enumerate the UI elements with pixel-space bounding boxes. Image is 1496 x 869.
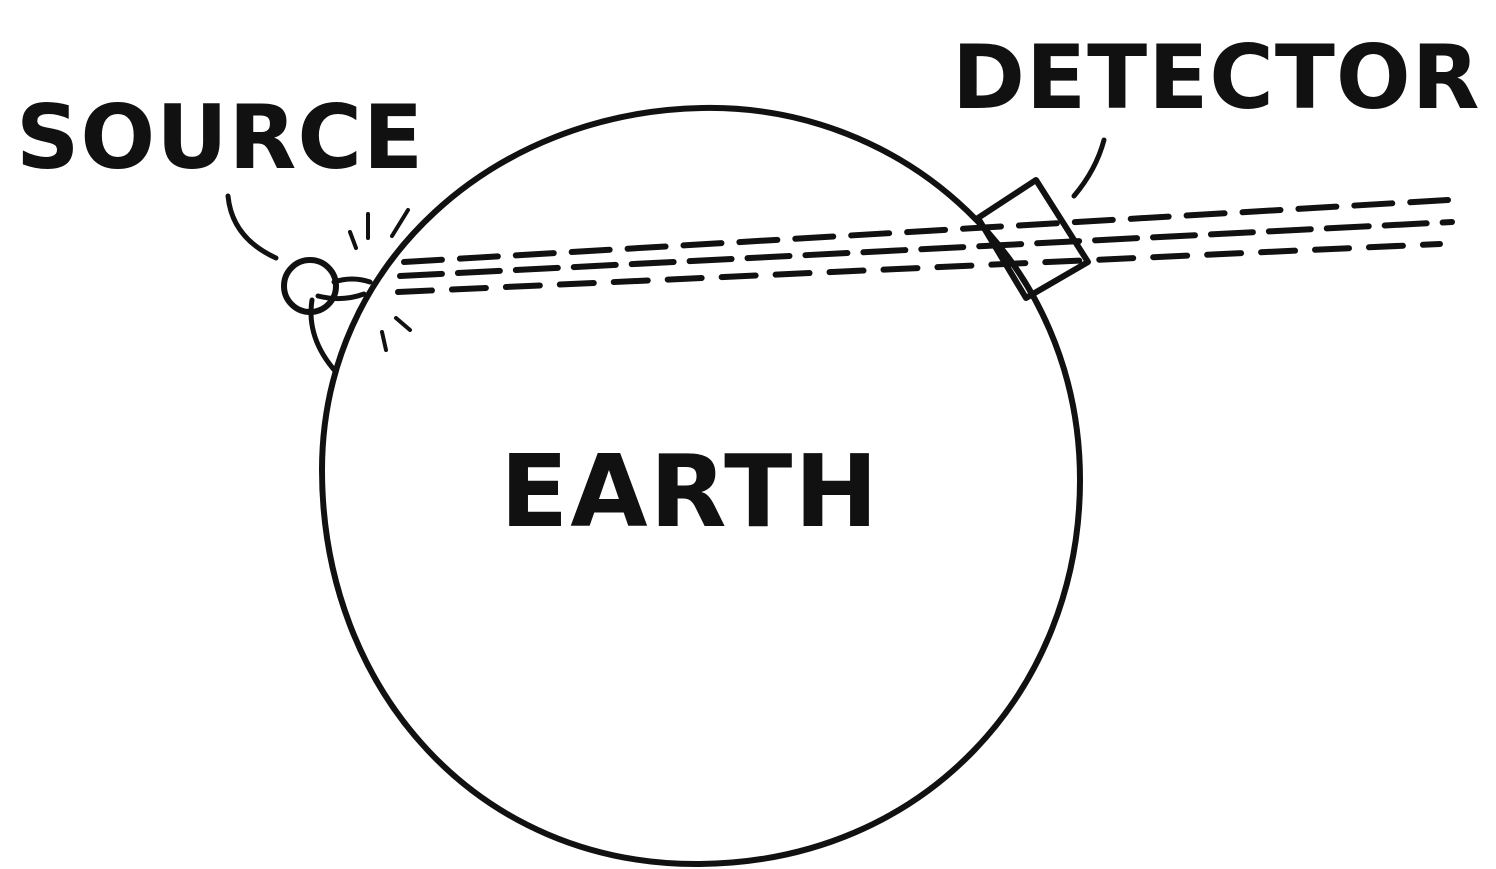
source-label: SOURCE: [16, 86, 424, 189]
source-emitter: [318, 279, 370, 299]
neutrino-beam: [398, 200, 1452, 292]
source-leader-line: [228, 196, 276, 258]
detector-label: DETECTOR: [952, 26, 1480, 129]
detector-leader-line: [1074, 140, 1104, 196]
earth-label: EARTH: [500, 433, 880, 550]
